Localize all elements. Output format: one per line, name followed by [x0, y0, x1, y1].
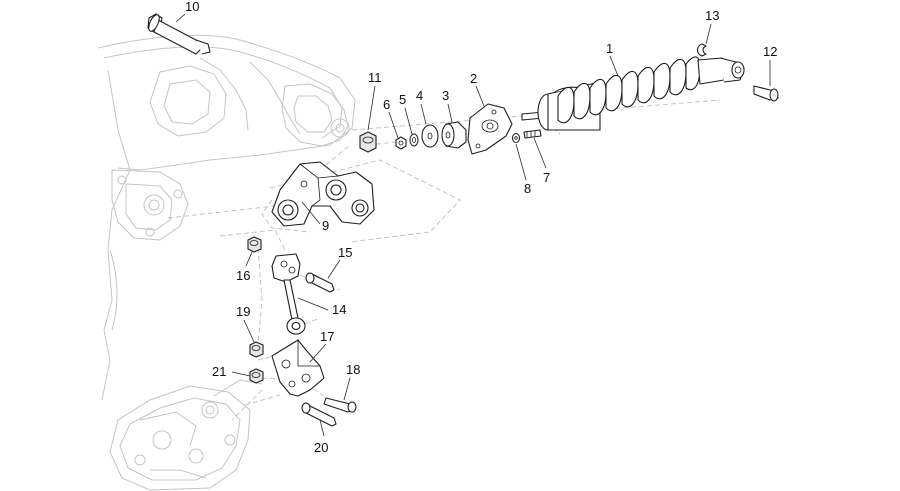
ghost-swingarm-frame — [97, 34, 356, 401]
callout-20: 20 — [314, 440, 328, 455]
callout-12: 12 — [763, 44, 777, 59]
callout-13: 13 — [705, 8, 719, 23]
shock-spring — [557, 56, 701, 124]
callout-18: 18 — [346, 362, 360, 377]
part-20-long-bolt — [301, 402, 337, 427]
callout-16: 16 — [236, 268, 250, 283]
part-17-lower-bracket — [271, 339, 325, 397]
callout-9: 9 — [322, 218, 329, 233]
callout-10: 10 — [185, 0, 199, 14]
callout-1: 1 — [606, 41, 613, 56]
part-18-bolt — [323, 397, 357, 413]
callout-5: 5 — [399, 92, 406, 107]
callout-11: 11 — [368, 70, 382, 85]
callout-15: 15 — [338, 245, 352, 260]
callout-8: 8 — [524, 181, 531, 196]
callout-14: 14 — [332, 302, 346, 317]
callout-2: 2 — [470, 71, 477, 86]
part-12-bolt — [753, 85, 779, 102]
callout-4: 4 — [416, 88, 423, 103]
part-14-link-rod — [271, 253, 306, 335]
part-3-rubber-bush — [441, 121, 467, 149]
part-6-small-nut — [395, 136, 407, 150]
callout-21: 21 — [212, 364, 226, 379]
callout-17: 17 — [320, 329, 334, 344]
part-2-mounting-plate — [467, 103, 513, 155]
callout-3: 3 — [442, 88, 449, 103]
part-7-stud — [523, 129, 542, 139]
part-4-flat-washer — [421, 124, 439, 148]
callout-19: 19 — [236, 304, 250, 319]
callout-labels: 1 2 3 4 5 6 7 8 9 10 11 12 13 14 15 16 1… — [185, 0, 777, 455]
part-10-pivot-bolt — [147, 13, 211, 55]
part-15-bolt — [305, 272, 335, 293]
callout-7: 7 — [543, 170, 550, 185]
part-8-washer — [511, 132, 521, 144]
callout-6: 6 — [383, 97, 390, 112]
leader-lines — [175, 13, 771, 437]
part-13-circlip — [696, 43, 707, 57]
part-21-nut — [249, 368, 264, 384]
part-11-nut — [359, 131, 377, 153]
part-9-bracket — [271, 161, 375, 227]
part-19-nut — [249, 341, 264, 358]
part-5-washer — [409, 133, 419, 147]
part-16-nut — [247, 236, 262, 253]
part-1-shock-absorber — [521, 56, 745, 131]
ghost-engine-case — [109, 379, 263, 491]
